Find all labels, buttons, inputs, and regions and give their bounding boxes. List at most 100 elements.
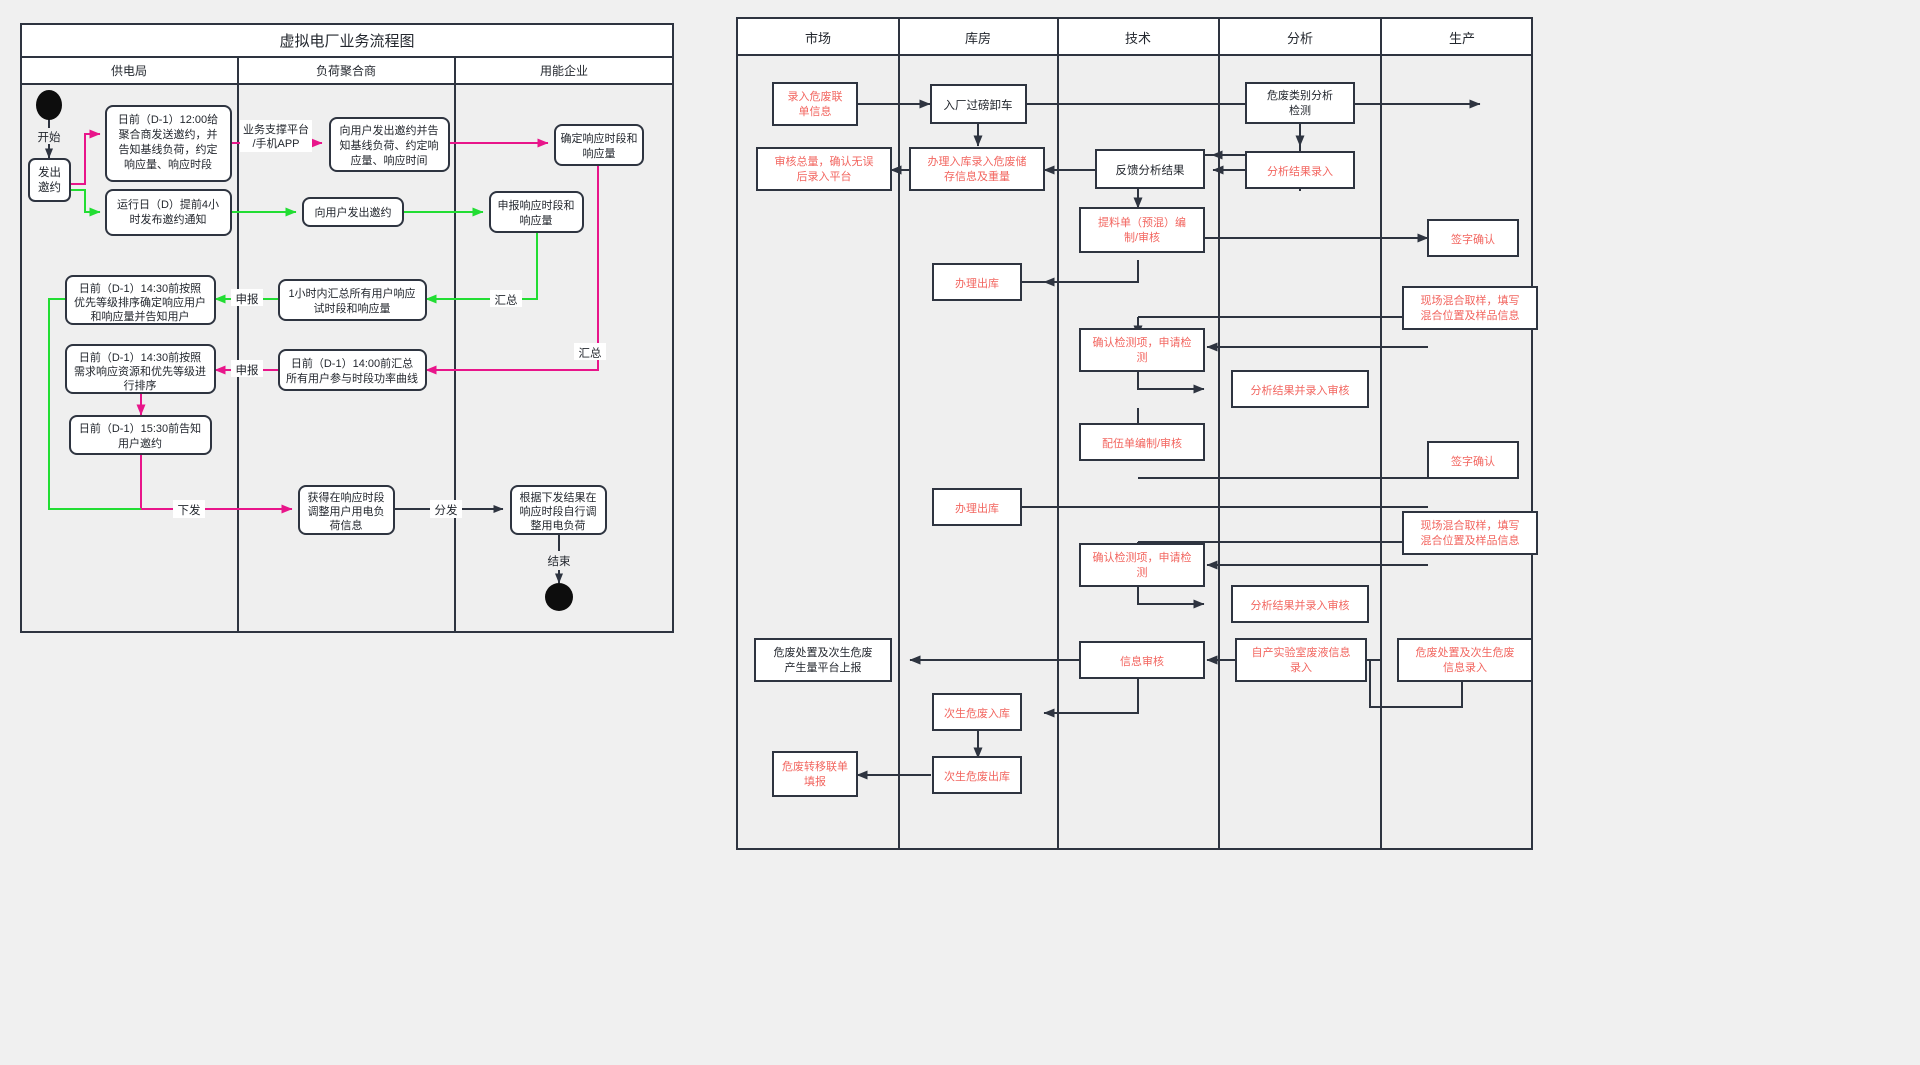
svg-text:办理出库: 办理出库 <box>955 501 999 515</box>
node-secondary-outbound[interactable]: 次生危废出库 <box>932 756 1022 794</box>
node-outbound-2[interactable]: 办理出库 <box>932 488 1022 526</box>
right-flowchart-panel: 市场 库房 技术 分析 生产 <box>735 0 1920 1065</box>
node-invite-user-notify[interactable]: 向用户发出邀约并告 知基线负荷、约定响 应量、响应时间 <box>329 117 450 172</box>
svg-text:检测: 检测 <box>1289 103 1311 117</box>
svg-text:知基线负荷、约定响: 知基线负荷、约定响 <box>340 138 439 152</box>
svg-text:应量、响应时间: 应量、响应时间 <box>351 153 428 167</box>
node-self-adjust[interactable]: 根据下发结果在 响应时段自行调 整用电负荷 <box>510 485 607 535</box>
edge-label-platform: 业务支撑平台 /手机APP <box>240 120 312 152</box>
end-label: 结束 <box>548 555 571 568</box>
svg-text:获得在响应时段: 获得在响应时段 <box>308 490 385 504</box>
edge-label-declare-2: 申报 <box>236 363 259 377</box>
svg-text:次生危废出库: 次生危废出库 <box>944 769 1010 783</box>
svg-text:填报: 填报 <box>804 774 826 788</box>
svg-text:分析结果并录入审核: 分析结果并录入审核 <box>1251 383 1350 397</box>
svg-text:分析结果并录入审核: 分析结果并录入审核 <box>1251 598 1350 612</box>
svg-text:信息录入: 信息录入 <box>1443 660 1487 674</box>
node-d1-1200[interactable]: 日前（D-1）12:00给 聚合商发送邀约，并 告知基线负荷，约定 响应量、响应… <box>105 105 232 182</box>
node-waste-dispose-entry[interactable]: 危废处置及次生危废 信息录入 <box>1397 638 1533 682</box>
left-edges <box>45 115 599 584</box>
svg-text:聚合商发送邀约，并: 聚合商发送邀约，并 <box>119 127 218 141</box>
svg-text:申报响应时段和: 申报响应时段和 <box>498 198 575 212</box>
node-sign-confirm-2[interactable]: 签字确认 <box>1427 441 1519 479</box>
left-flowchart-panel: 虚拟电厂业务流程图 供电局 负荷聚合商 用能企业 <box>0 0 735 1065</box>
node-confirm-test-1[interactable]: 确认检测项，申请检 测 <box>1079 328 1205 372</box>
node-inbound-storage[interactable]: 办理入库录入危废储 存信息及重量 <box>909 147 1045 191</box>
node-send-invite[interactable]: 发出 邀约 <box>28 158 71 202</box>
svg-text:自产实验室废液信息: 自产实验室废液信息 <box>1252 645 1351 659</box>
node-weigh-unload[interactable]: 入厂过磅卸车 <box>930 84 1027 124</box>
node-lab-waste-entry[interactable]: 自产实验室废液信息 录入 <box>1235 638 1367 682</box>
svg-text:行排序: 行排序 <box>124 378 157 392</box>
svg-text:和响应量并告知用户: 和响应量并告知用户 <box>91 309 190 323</box>
svg-text:录入: 录入 <box>1290 661 1312 674</box>
svg-text:混合位置及样品信息: 混合位置及样品信息 <box>1421 533 1520 547</box>
node-sign-confirm-1[interactable]: 签字确认 <box>1427 219 1519 257</box>
node-analysis-review-2[interactable]: 分析结果并录入审核 <box>1231 585 1369 623</box>
start-label: 开始 <box>38 130 61 144</box>
node-enter-manifest[interactable]: 录入危废联 单信息 <box>772 82 858 126</box>
node-confirm-response[interactable]: 确定响应时段和 响应量 <box>554 124 644 166</box>
node-material-slip[interactable]: 提料单（预混）编 制/审核 <box>1079 207 1205 253</box>
node-1h-summary[interactable]: 1小时内汇总所有用户响应 试时段和响应量 <box>278 279 427 321</box>
node-feedback-analysis[interactable]: 反馈分析结果 <box>1095 149 1205 189</box>
node-send-invite-line2: 邀约 <box>38 180 61 194</box>
node-transfer-manifest[interactable]: 危废转移联单 填报 <box>772 751 858 797</box>
svg-text:1小时内汇总所有用户响应: 1小时内汇总所有用户响应 <box>288 286 415 300</box>
svg-text:根据下发结果在: 根据下发结果在 <box>520 490 597 504</box>
node-outbound-1[interactable]: 办理出库 <box>932 263 1022 301</box>
node-audit-total[interactable]: 审核总量，确认无误 后录入平台 <box>756 147 892 191</box>
svg-text:混合位置及样品信息: 混合位置及样品信息 <box>1421 308 1520 322</box>
svg-text:次生危废入库: 次生危废入库 <box>944 706 1010 720</box>
edge-label-summary-1: 汇总 <box>495 293 518 307</box>
svg-text:测: 测 <box>1137 351 1148 364</box>
start-terminal <box>36 90 62 120</box>
svg-text:用户邀约: 用户邀约 <box>118 436 162 450</box>
svg-text:所有用户参与时段功率曲线: 所有用户参与时段功率曲线 <box>286 371 418 385</box>
lane-header-production: 生产 <box>1449 31 1475 46</box>
edge-label-dispatch-down: 下发 <box>178 503 201 517</box>
node-info-review[interactable]: 信息审核 <box>1079 641 1205 679</box>
svg-text:向用户发出邀约并告: 向用户发出邀约并告 <box>340 123 439 137</box>
svg-text:产生量平台上报: 产生量平台上报 <box>785 660 862 674</box>
svg-text:现场混合取样，填写: 现场混合取样，填写 <box>1421 293 1520 307</box>
svg-text:危废处置及次生危废: 危废处置及次生危废 <box>1416 645 1515 659</box>
svg-text:配伍单编制/审核: 配伍单编制/审核 <box>1102 436 1182 450</box>
node-secondary-inbound[interactable]: 次生危废入库 <box>932 693 1022 731</box>
left-edge-labels: 申报 申报 汇总 汇总 下发 分发 <box>173 289 606 518</box>
node-invite-user[interactable]: 向用户发出邀约 <box>302 197 404 227</box>
svg-text:日前（D-1）12:00给: 日前（D-1）12:00给 <box>118 112 218 126</box>
node-confirm-test-2[interactable]: 确认检测项，申请检 测 <box>1079 543 1205 587</box>
lane-header-power-bureau: 供电局 <box>111 64 147 78</box>
node-d1-1430-priority[interactable]: 日前（D-1）14:30前按照 优先等级排序确定响应用户 和响应量并告知用户 <box>65 275 216 325</box>
node-waste-class-detect[interactable]: 危废类别分析 检测 <box>1245 82 1355 124</box>
node-onsite-sample-1[interactable]: 现场混合取样，填写 混合位置及样品信息 <box>1402 286 1538 330</box>
node-d1-1430-resource[interactable]: 日前（D-1）14:30前按照 需求响应资源和优先等级进 行排序 <box>65 344 216 394</box>
node-declare-response[interactable]: 申报响应时段和 响应量 <box>489 191 584 233</box>
svg-text:日前（D-1）15:30前告知: 日前（D-1）15:30前告知 <box>79 421 201 435</box>
svg-text:信息审核: 信息审核 <box>1120 654 1164 668</box>
svg-text:分析结果录入: 分析结果录入 <box>1267 164 1333 178</box>
svg-text:响应量: 响应量 <box>520 213 553 227</box>
svg-text:需求响应资源和优先等级进: 需求响应资源和优先等级进 <box>74 364 206 378</box>
node-d1-1400-summary[interactable]: 日前（D-1）14:00前汇总 所有用户参与时段功率曲线 <box>278 349 427 391</box>
svg-text:危废转移联单: 危废转移联单 <box>782 759 848 773</box>
lane-header-warehouse: 库房 <box>965 31 991 46</box>
svg-text:办理出库: 办理出库 <box>955 276 999 290</box>
node-onsite-sample-2[interactable]: 现场混合取样，填写 混合位置及样品信息 <box>1402 511 1538 555</box>
svg-text:测: 测 <box>1137 566 1148 579</box>
svg-text:荷信息: 荷信息 <box>330 518 363 532</box>
node-adjust-load[interactable]: 获得在响应时段 调整用户用电负 荷信息 <box>298 485 395 535</box>
node-analysis-entry[interactable]: 分析结果录入 <box>1245 151 1355 189</box>
svg-text:入厂过磅卸车: 入厂过磅卸车 <box>944 98 1013 112</box>
svg-text:办理入库录入危废储: 办理入库录入危废储 <box>928 154 1027 168</box>
svg-text:整用电负荷: 整用电负荷 <box>531 518 586 532</box>
terminal-labels: 开始 结束 <box>33 128 575 568</box>
lane-header-market: 市场 <box>805 31 831 46</box>
svg-text:签字确认: 签字确认 <box>1451 454 1495 468</box>
node-platform-report[interactable]: 危废处置及次生危废 产生量平台上报 <box>754 638 892 682</box>
node-recipe-slip[interactable]: 配伍单编制/审核 <box>1079 423 1205 461</box>
node-d-4h[interactable]: 运行日（D）提前4小 时发布邀约通知 <box>105 189 232 236</box>
node-d1-1530-notify[interactable]: 日前（D-1）15:30前告知 用户邀约 <box>69 415 212 455</box>
node-analysis-review-1[interactable]: 分析结果并录入审核 <box>1231 370 1369 408</box>
